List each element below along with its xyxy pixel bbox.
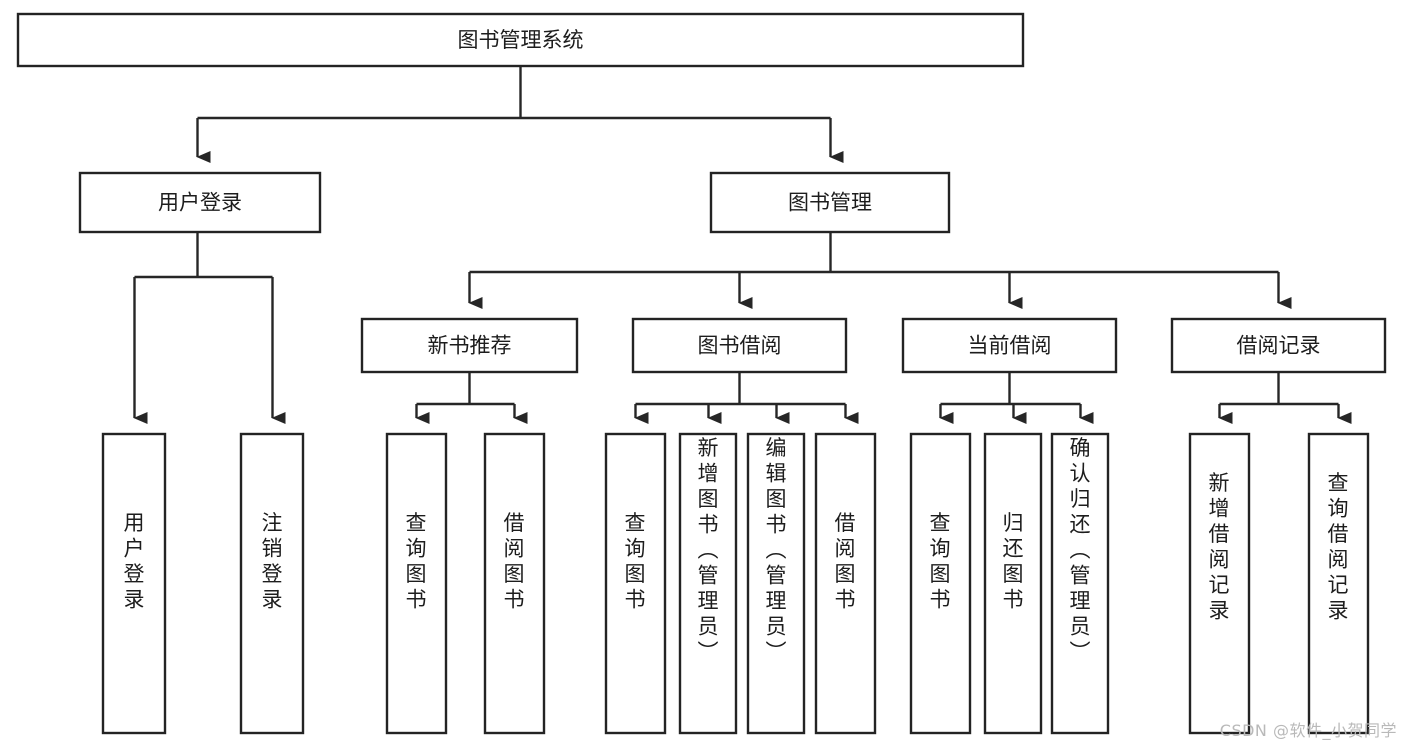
node-leaf-user-login-box[interactable] [101, 432, 167, 735]
node-leaf-query-book-2[interactable]: 查询图书 [604, 432, 667, 735]
node-leaf-return-book[interactable]: 归还图书 [983, 432, 1043, 735]
node-leaf-edit-book-box[interactable] [746, 432, 806, 735]
node-leaf-add-book-box[interactable] [678, 432, 738, 735]
node-book-borrow-box[interactable] [631, 317, 848, 374]
node-root[interactable]: 图书管理系统 [16, 12, 1025, 68]
node-current-borrow-box[interactable] [901, 317, 1118, 374]
node-borrow-record[interactable]: 借阅记录 [1170, 317, 1387, 374]
node-book-borrow[interactable]: 图书借阅 [631, 317, 848, 374]
node-user-login[interactable]: 用户登录 [78, 171, 322, 234]
node-book-management-label: 图书管理 [788, 191, 872, 215]
node-leaf-query-book-2-label: 查询图书 [625, 511, 646, 612]
node-leaf-user-login-label: 用户登录 [124, 511, 145, 612]
node-leaf-query-book-2-box[interactable] [604, 432, 667, 735]
csdn-watermark: CSDN @软件_小贺同学 [1219, 721, 1397, 740]
node-user-login-label: 用户登录 [158, 191, 242, 215]
node-leaf-add-record-box[interactable] [1188, 432, 1251, 735]
node-leaf-borrow-book-2-label: 借阅图书 [835, 511, 856, 612]
node-new-book-recommend-box[interactable] [360, 317, 579, 374]
node-leaf-query-record-box[interactable] [1307, 432, 1370, 735]
node-leaf-query-book-3-label: 查询图书 [930, 511, 951, 612]
node-leaf-query-record[interactable]: 查询借阅记录 [1307, 432, 1370, 735]
node-user-login-box[interactable] [78, 171, 322, 234]
node-leaf-add-record[interactable]: 新增借阅记录 [1188, 432, 1251, 735]
node-leaf-confirm-return-label: 确认归还︵管理员︶ [1070, 436, 1091, 664]
node-new-book-recommend[interactable]: 新书推荐 [360, 317, 579, 374]
node-leaf-query-book-3-box[interactable] [909, 432, 972, 735]
node-leaf-borrow-book-1-label: 借阅图书 [504, 511, 525, 612]
node-leaf-borrow-book-2[interactable]: 借阅图书 [814, 432, 877, 735]
node-leaf-query-book-1-box[interactable] [385, 432, 448, 735]
connector-layer [133, 66, 1352, 424]
node-leaf-edit-book-label: 编辑图书︵管理员︶ [766, 436, 787, 664]
node-borrow-record-label: 借阅记录 [1237, 334, 1321, 358]
node-leaf-query-book-3[interactable]: 查询图书 [909, 432, 972, 735]
node-leaf-logout-login-box[interactable] [239, 432, 305, 735]
node-leaf-logout-login-label: 注销登录 [262, 511, 283, 612]
node-current-borrow-label: 当前借阅 [968, 334, 1052, 358]
node-leaf-return-book-label: 归还图书 [1003, 511, 1024, 612]
node-leaf-query-record-label: 查询借阅记录 [1328, 471, 1349, 623]
node-leaf-add-record-label: 新增借阅记录 [1209, 471, 1230, 623]
node-root-box[interactable] [16, 12, 1025, 68]
node-leaf-user-login[interactable]: 用户登录 [101, 432, 167, 735]
node-leaf-logout-login[interactable]: 注销登录 [239, 432, 305, 735]
node-leaf-add-book-label: 新增图书︵管理员︶ [698, 436, 719, 664]
node-leaf-confirm-return[interactable]: 确认归还︵管理员︶ [1050, 432, 1110, 735]
node-leaf-edit-book[interactable]: 编辑图书︵管理员︶ [746, 432, 806, 735]
node-leaf-borrow-book-1[interactable]: 借阅图书 [483, 432, 546, 735]
node-leaf-return-book-box[interactable] [983, 432, 1043, 735]
node-current-borrow[interactable]: 当前借阅 [901, 317, 1118, 374]
node-book-management-box[interactable] [709, 171, 951, 234]
node-leaf-query-book-1-label: 查询图书 [406, 511, 427, 612]
node-leaf-query-book-1[interactable]: 查询图书 [385, 432, 448, 735]
node-leaf-confirm-return-box[interactable] [1050, 432, 1110, 735]
node-book-management[interactable]: 图书管理 [709, 171, 951, 234]
node-new-book-recommend-label: 新书推荐 [428, 334, 512, 358]
node-book-borrow-label: 图书借阅 [698, 334, 782, 358]
node-leaf-borrow-book-1-box[interactable] [483, 432, 546, 735]
node-root-label: 图书管理系统 [458, 28, 584, 52]
node-leaf-add-book[interactable]: 新增图书︵管理员︶ [678, 432, 738, 735]
node-borrow-record-box[interactable] [1170, 317, 1387, 374]
node-leaf-borrow-book-2-box[interactable] [814, 432, 877, 735]
